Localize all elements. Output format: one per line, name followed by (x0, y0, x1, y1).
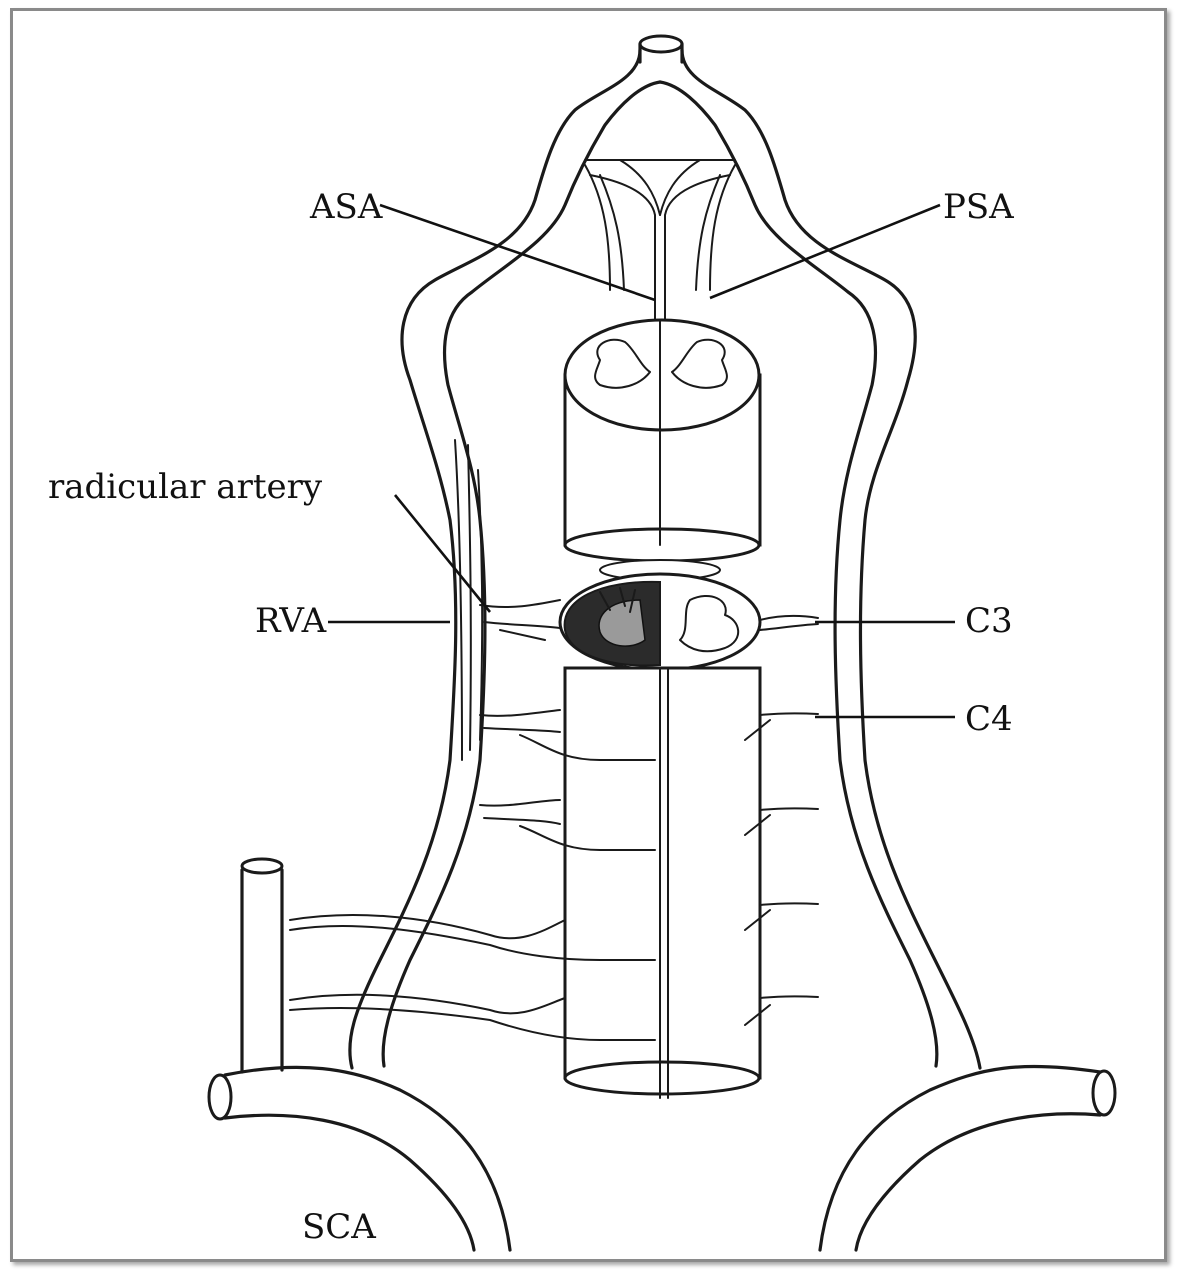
label-sca: SCA (302, 1207, 376, 1247)
radicular-vessel-bundle (454, 439, 484, 761)
vertebral-artery-outer (348, 48, 982, 1070)
c3-cross-section (558, 559, 762, 672)
leader-lines (328, 203, 955, 719)
vertebral-artery-inner (381, 80, 939, 1068)
radicular-branches-left (289, 599, 656, 1041)
label-rva: RVA (255, 601, 327, 641)
basilar-stump (638, 34, 684, 64)
subclavian-artery-right (818, 1064, 1117, 1252)
radicular-branches-right (744, 614, 819, 1026)
label-asa: ASA (309, 187, 383, 227)
lower-spinal-cord (563, 666, 762, 1099)
label-c4: C4 (965, 699, 1013, 739)
label-radicular-artery: radicular artery (48, 467, 323, 507)
label-psa: PSA (943, 187, 1014, 227)
spinal-artery-origins (584, 159, 736, 331)
label-c3: C3 (965, 601, 1013, 641)
subclavian-artery-left (207, 857, 512, 1252)
upper-spinal-cord (563, 318, 762, 563)
